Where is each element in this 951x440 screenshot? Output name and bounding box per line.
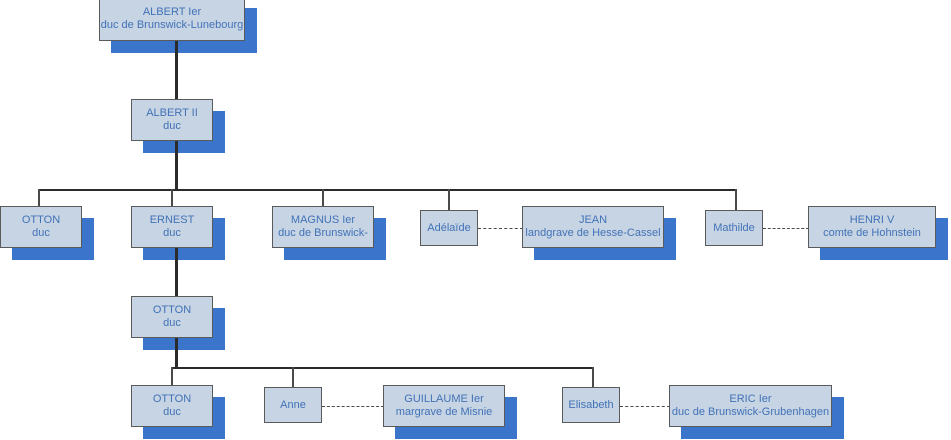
node-title: duc (163, 120, 181, 132)
node-name: Elisabeth (568, 398, 614, 411)
drop-otton-3 (171, 367, 173, 386)
node-magnus-ier[interactable]: MAGNUS Ier duc de Brunswick- (272, 206, 374, 248)
connector-otton-2-trunk (175, 338, 178, 368)
node-henri-v[interactable]: HENRI V comte de Hohnstein (808, 206, 936, 248)
node-anne[interactable]: Anne (264, 387, 322, 423)
node-name: ERNEST (149, 214, 195, 226)
drop-adelaide (448, 189, 450, 211)
node-name: Adélaïde (427, 221, 471, 234)
node-title: duc (163, 227, 181, 239)
connector-ernest-to-otton-2 (175, 248, 178, 297)
node-title: duc de Brunswick-Lunebourg (100, 18, 244, 31)
node-otton-2[interactable]: OTTON duc (131, 296, 213, 338)
drop-magnus-ier (322, 189, 324, 207)
marriage-link-mathilde-henri-v (763, 228, 809, 229)
node-jean[interactable]: JEAN landgrave de Hesse-Cassel (522, 206, 664, 248)
marriage-link-elisabeth-eric-ier (620, 406, 670, 407)
node-name: ERIC Ier (729, 393, 772, 405)
marriage-link-anne-guillaume-ier (322, 406, 384, 407)
node-mathilde[interactable]: Mathilde (705, 210, 763, 246)
node-name: OTTON (152, 393, 192, 405)
node-name: MAGNUS Ier (290, 214, 356, 226)
drop-ernest (171, 189, 173, 207)
node-name: OTTON (21, 214, 61, 226)
node-name: JEAN (578, 214, 608, 226)
node-eric-ier[interactable]: ERIC Ier duc de Brunswick-Grubenhagen (669, 385, 832, 427)
node-adelaide[interactable]: Adélaïde (420, 210, 478, 246)
node-otton-3[interactable]: OTTON duc (131, 385, 213, 427)
node-title: duc (32, 227, 50, 239)
node-albert-ii[interactable]: ALBERT II duc (131, 99, 213, 141)
node-name: HENRI V (849, 214, 895, 226)
node-title: margrave de Misnie (395, 406, 493, 418)
node-title: duc de Brunswick-Grubenhagen (671, 406, 830, 418)
node-ernest[interactable]: ERNEST duc (131, 206, 213, 248)
node-name: OTTON (152, 304, 192, 316)
drop-otton-1 (38, 189, 40, 207)
node-title: duc de Brunswick- (278, 227, 368, 239)
node-elisabeth[interactable]: Elisabeth (562, 387, 620, 423)
drop-mathilde (735, 189, 737, 211)
node-otton-1[interactable]: OTTON duc (0, 206, 82, 248)
node-name: Anne (280, 398, 306, 411)
node-title: comte de Hohnstein (823, 227, 921, 239)
node-name: Mathilde (713, 221, 755, 234)
sibling-bar-generation-5 (171, 367, 594, 369)
node-title: landgrave de Hesse-Cassel (525, 227, 661, 239)
node-title: duc (163, 406, 181, 418)
drop-elisabeth (592, 367, 594, 388)
node-albert-ier[interactable]: ALBERT Ier duc de Brunswick-Lunebourg (99, 0, 245, 41)
sibling-bar-generation-3 (38, 189, 737, 191)
node-title: duc (163, 317, 181, 329)
connector-albert-ii-trunk (175, 141, 178, 190)
node-guillaume-ier[interactable]: GUILLAUME Ier margrave de Misnie (383, 385, 505, 427)
node-name: ALBERT II (146, 107, 198, 119)
marriage-link-adelaide-jean (478, 228, 523, 229)
node-name: GUILLAUME Ier (404, 393, 484, 405)
connector-albert-ier-to-albert-ii (175, 41, 178, 100)
node-name: ALBERT Ier (142, 5, 202, 18)
drop-anne (292, 367, 294, 388)
